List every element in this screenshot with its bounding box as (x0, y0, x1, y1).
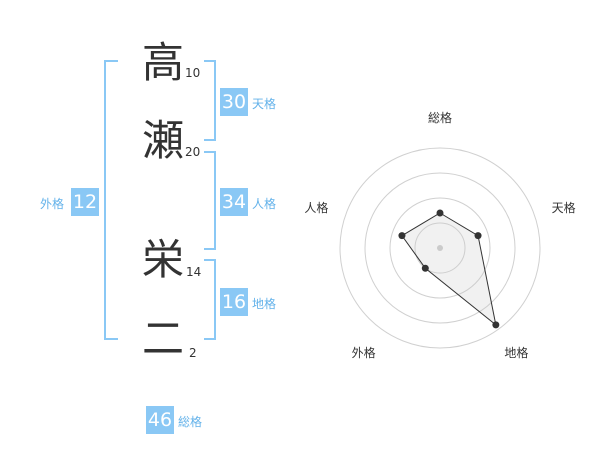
radar-ring-3 (364, 172, 516, 324)
chikaku-bracket (204, 259, 216, 340)
stroke-count-1: 10 (185, 66, 201, 80)
stroke-count-3: 14 (186, 265, 202, 279)
tenkaku-score: 30 (220, 88, 248, 116)
name-char-4: 二 (142, 314, 185, 363)
jinkaku-bracket (204, 151, 216, 250)
gaikaku-score: 12 (71, 188, 99, 216)
name-char-3: 栄 (142, 235, 185, 284)
radar-axis-label-0: 総格 (428, 110, 452, 125)
radar-center (437, 245, 443, 251)
soukaku-label: 総格 (178, 415, 203, 429)
radar-point-4 (398, 232, 406, 240)
radar-point-3 (421, 264, 429, 272)
radar-ring-2 (389, 197, 491, 299)
chikaku-label: 地格 (252, 297, 277, 311)
radar-point-1 (474, 232, 482, 240)
jinkaku-label: 人格 (252, 197, 277, 211)
jinkaku-score: 34 (220, 188, 248, 216)
radar-polygon (401, 212, 497, 327)
stroke-count-4: 2 (189, 346, 197, 360)
gaikaku-bracket (104, 60, 118, 340)
radar-point-0 (436, 209, 444, 217)
radar-series (398, 209, 500, 329)
radar-axis-label-2: 地格 (504, 345, 528, 360)
name-char-2: 瀬 (142, 116, 185, 165)
chikaku-score: 16 (220, 288, 248, 316)
soukaku-score: 46 (146, 406, 174, 434)
radar-rings (339, 147, 541, 349)
radar-ring-1 (414, 222, 466, 274)
radar-point-2 (492, 321, 500, 329)
name-char-1: 高 (142, 38, 185, 87)
stroke-count-2: 20 (185, 145, 201, 159)
gaikaku-label: 外格 (40, 197, 65, 211)
tenkaku-bracket (204, 60, 216, 141)
tenkaku-label: 天格 (252, 97, 277, 111)
radar-axis-label-1: 天格 (552, 200, 576, 215)
radar-ring-4 (339, 147, 541, 349)
radar-axis-label-3: 外格 (352, 345, 376, 360)
radar-axis-label-4: 人格 (304, 200, 328, 215)
